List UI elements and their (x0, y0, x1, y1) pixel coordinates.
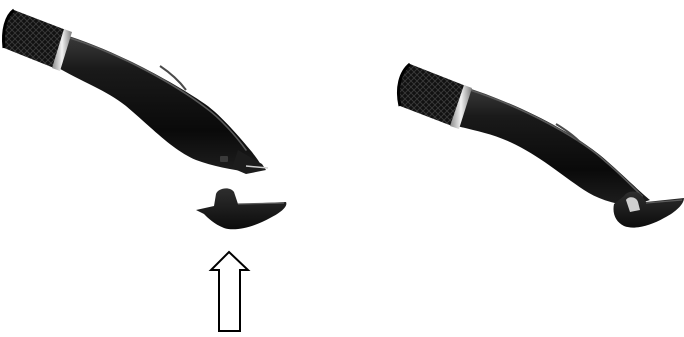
trimmer-detached (2, 10, 286, 331)
trimmer-cap (196, 188, 286, 229)
trimmer-cap-attached (613, 192, 684, 228)
blade-notch (220, 156, 228, 162)
trimmer-attached (397, 64, 684, 228)
up-arrow-outline-icon (211, 252, 248, 331)
trimmer-body-attached (450, 86, 650, 206)
trimmer-body (55, 34, 262, 172)
